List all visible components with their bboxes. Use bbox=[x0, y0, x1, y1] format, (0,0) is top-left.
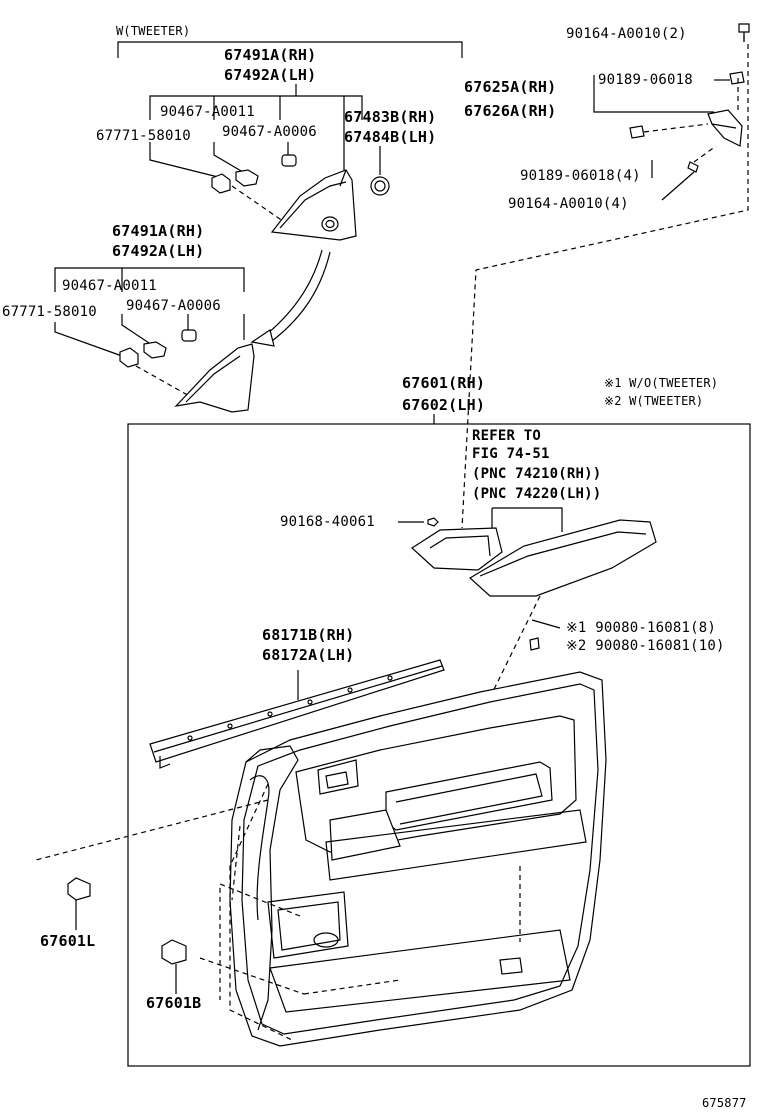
part-67601b: 67601B bbox=[146, 994, 202, 1012]
part-67484b: 67484B(LH) bbox=[344, 128, 437, 146]
door-panel-frame bbox=[127, 423, 751, 1067]
part-67625a: 67625A(RH) bbox=[464, 78, 557, 96]
part-67771-mid: 67771-58010 bbox=[2, 304, 97, 320]
refer-line-4: (PNC 74220(LH)) bbox=[472, 486, 602, 502]
part-67601l: 67601L bbox=[40, 932, 96, 950]
part-67602-lh: 67602(LH) bbox=[402, 396, 486, 414]
part-67491a-mid: 67491A(RH) bbox=[112, 222, 205, 240]
part-68171b: 68171B(RH) bbox=[262, 626, 355, 644]
refer-line-1: REFER TO bbox=[472, 428, 542, 444]
refer-line-2: FIG 74-51 bbox=[472, 446, 550, 462]
part-67483b: 67483B(RH) bbox=[344, 108, 437, 126]
part-90467-a0011-top: 90467-A0011 bbox=[160, 104, 255, 120]
part-90189-06018-4: 90189-06018(4) bbox=[520, 168, 641, 184]
armrest-parts bbox=[398, 507, 657, 739]
door-trim-panel bbox=[35, 671, 607, 1047]
middle-cover bbox=[119, 329, 255, 413]
trim-clips bbox=[67, 877, 187, 994]
part-90467-a0011-mid: 90467-A0011 bbox=[62, 278, 157, 294]
figure-number: 675877 bbox=[702, 1096, 747, 1110]
part-90164-a0010-4: 90164-A0010(4) bbox=[508, 196, 629, 212]
middle-cover-leaders bbox=[54, 267, 245, 403]
part-90189-06018: 90189-06018 bbox=[598, 72, 693, 88]
part-90164-a0010-2: 90164-A0010(2) bbox=[566, 26, 687, 42]
replacement-arrow bbox=[250, 249, 331, 347]
top-cover-leaders bbox=[149, 95, 381, 227]
tweeter-bracket-lines bbox=[117, 41, 463, 96]
part-67492a-mid: 67492A(LH) bbox=[112, 242, 205, 260]
window-moulding bbox=[149, 659, 445, 769]
part-90080-16081-8: ※1 90080-16081(8) bbox=[566, 620, 716, 636]
bracket-assembly bbox=[461, 23, 750, 529]
part-90168-40061: 90168-40061 bbox=[280, 514, 375, 530]
part-67771-top: 67771-58010 bbox=[96, 128, 191, 144]
part-90467-a0006-top: 90467-A0006 bbox=[222, 124, 317, 140]
part-67492a-top: 67492A(LH) bbox=[224, 66, 317, 84]
part-68172a: 68172A(LH) bbox=[262, 646, 355, 664]
part-67626a: 67626A(RH) bbox=[464, 102, 557, 120]
part-67601-rh: 67601(RH) bbox=[402, 374, 486, 392]
header-tweeter-label: W(TWEETER) bbox=[116, 24, 191, 38]
part-67491a-top: 67491A(RH) bbox=[224, 46, 317, 64]
note-2: ※2 W(TWEETER) bbox=[604, 394, 704, 408]
refer-line-3: (PNC 74210(RH)) bbox=[472, 466, 602, 482]
part-90080-16081-10: ※2 90080-16081(10) bbox=[566, 638, 725, 654]
top-tweeter-cover bbox=[211, 154, 390, 241]
note-1: ※1 W/O(TWEETER) bbox=[604, 376, 719, 390]
part-90467-a0006-mid: 90467-A0006 bbox=[126, 298, 221, 314]
